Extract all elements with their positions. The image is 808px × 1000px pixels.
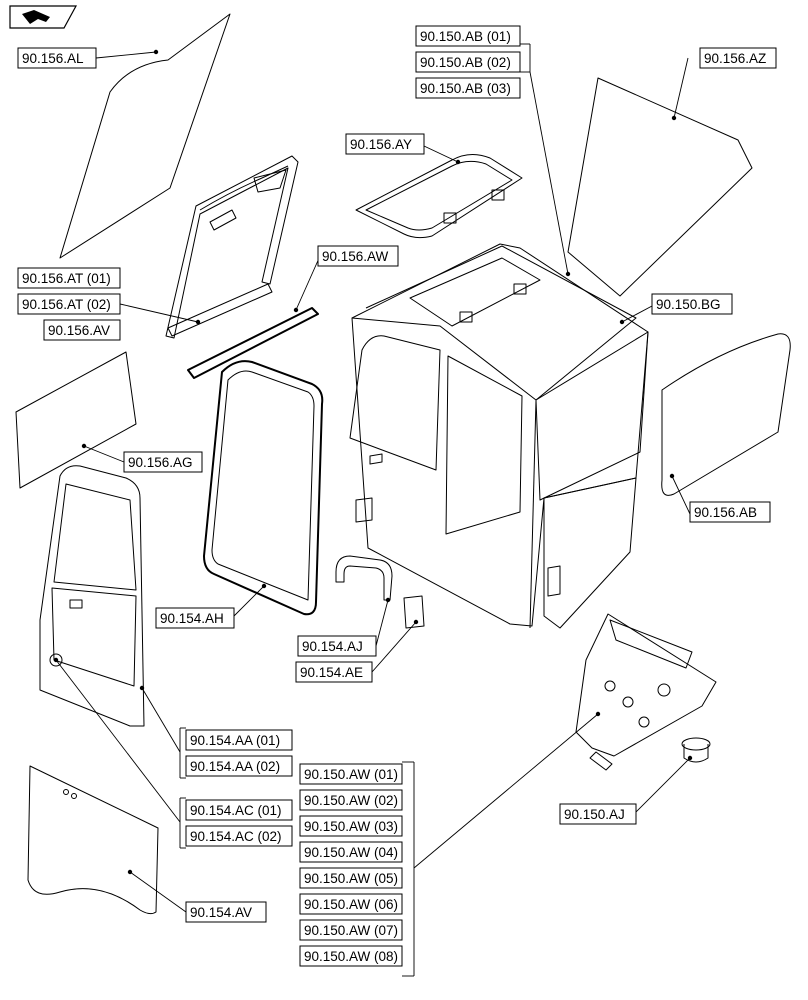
latch-part — [403, 595, 425, 629]
label-90-154-ac-01: 90.154.AC (01) — [190, 803, 282, 818]
label-90-156-at-02: 90.156.AT (02) — [22, 297, 111, 312]
label-90-150-ab-01: 90.150.AB (01) — [420, 29, 511, 44]
label-90-154-ah: 90.154.AH — [160, 611, 224, 626]
callout-av154: 90.154.AV — [185, 901, 267, 923]
lower-door-glass — [27, 765, 159, 915]
label-90-154-aa-02: 90.154.AA (02) — [190, 759, 280, 774]
seal-strip — [187, 307, 319, 379]
callout-at-group: 90.156.AT (01) 90.156.AT (02) 90.156.AV — [17, 267, 121, 341]
label-90-150-aj: 90.150.AJ — [564, 807, 625, 822]
label-90-150-aw-03: 90.150.AW (03) — [304, 819, 398, 834]
label-90-150-aw-04: 90.150.AW (04) — [304, 845, 398, 860]
next-page-arrow-icon[interactable] — [9, 5, 78, 29]
label-90-156-av: 90.156.AV — [48, 323, 110, 338]
callout-ac-group: 90.154.AC (01) 90.154.AC (02) — [180, 797, 293, 849]
label-90-154-aa-01: 90.154.AA (01) — [190, 733, 280, 748]
label-90-154-av: 90.154.AV — [190, 905, 252, 920]
floor-plate — [575, 613, 717, 771]
callout-ae: 90.154.AE — [295, 661, 373, 683]
rear-window-glass — [567, 77, 753, 297]
label-90-156-al: 90.156.AL — [22, 51, 84, 66]
label-90-150-ab-03: 90.150.AB (03) — [420, 81, 511, 96]
callout-ah: 90.154.AH — [155, 607, 235, 629]
label-90-150-bg: 90.150.BG — [656, 297, 721, 312]
label-90-156-ab: 90.156.AB — [694, 505, 757, 520]
side-window-glass — [15, 351, 137, 489]
label-90-154-ac-02: 90.154.AC (02) — [190, 829, 282, 844]
callout-al: 90.156.AL — [17, 47, 97, 69]
cab-body — [349, 243, 649, 629]
callout-aw150-group: 90.150.AW (01) 90.150.AW (02) 90.150.AW … — [299, 763, 403, 967]
wiper-frame-assembly — [165, 155, 299, 339]
callout-ag: 90.156.AG — [123, 451, 203, 473]
label-90-156-at-01: 90.156.AT (01) — [22, 271, 111, 286]
callout-aw156: 90.156.AW — [317, 245, 399, 267]
label-90-150-ab-02: 90.150.AB (02) — [420, 55, 511, 70]
label-90-150-aw-07: 90.150.AW (07) — [304, 923, 398, 938]
door-assembly — [39, 465, 145, 727]
callout-aj154: 90.154.AJ — [297, 635, 377, 657]
roof-hatch — [355, 154, 523, 239]
label-90-150-aw-02: 90.150.AW (02) — [304, 793, 398, 808]
leader-lines — [53, 43, 693, 977]
callout-ab156: 90.156.AB — [689, 501, 771, 523]
label-90-150-aw-08: 90.150.AW (08) — [304, 949, 398, 964]
callout-az: 90.156.AZ — [699, 47, 777, 69]
callout-ay: 90.156.AY — [345, 133, 425, 155]
callout-aa-group: 90.154.AA (01) 90.154.AA (02) — [180, 727, 293, 779]
label-90-150-aw-05: 90.150.AW (05) — [304, 871, 398, 886]
callout-bg: 90.150.BG — [651, 293, 733, 315]
upper-windshield-glass — [59, 13, 231, 259]
label-90-156-az: 90.156.AZ — [704, 51, 766, 66]
door-seal — [203, 360, 324, 616]
right-side-glass — [661, 333, 791, 496]
label-90-154-ae: 90.154.AE — [300, 665, 363, 680]
label-90-154-aj: 90.154.AJ — [302, 639, 363, 654]
grab-handle — [335, 555, 393, 601]
label-90-150-aw-06: 90.150.AW (06) — [304, 897, 398, 912]
label-90-156-aw: 90.156.AW — [322, 249, 389, 264]
label-90-150-aw-01: 90.150.AW (01) — [304, 767, 398, 782]
cab-mount — [681, 737, 711, 763]
callout-aj150: 90.150.AJ — [559, 803, 637, 825]
label-90-156-ay: 90.156.AY — [350, 137, 412, 152]
callout-ab-group: 90.150.AB (01) 90.150.AB (02) 90.150.AB … — [415, 25, 521, 99]
label-90-156-ag: 90.156.AG — [128, 455, 193, 470]
